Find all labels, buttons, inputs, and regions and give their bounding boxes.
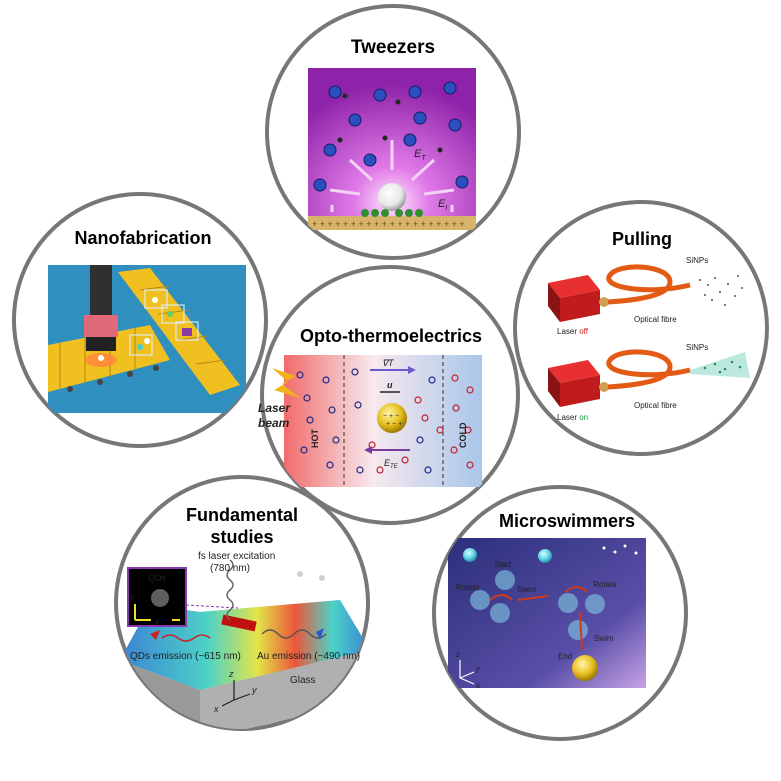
pulling-title: Pulling — [612, 229, 672, 249]
laser-box-bottom — [548, 360, 600, 383]
fundamental-studies-panel: Fundamental studies fs laser excitation … — [114, 475, 370, 731]
au-emission-wave — [261, 629, 327, 639]
start-label: Start — [494, 560, 512, 569]
sinps-label-bottom: SiNPs — [686, 343, 708, 352]
tweezers-panel: + + + + + + + + + + + + + + + + + + + + — [265, 4, 521, 260]
nanofabrication-panel: Nanofabrication — [12, 192, 268, 448]
optical-fibre-top — [606, 264, 691, 305]
tweezers-substrate — [308, 216, 476, 230]
center-title: Opto-thermoelectrics — [300, 326, 482, 346]
excitation-wave — [226, 559, 234, 621]
tweezers-et-label: ET — [414, 148, 426, 162]
rotate-right-label: Rotate — [593, 580, 617, 589]
conveyor-belt-upper — [118, 268, 240, 395]
sinps-top-dots — [699, 275, 743, 306]
laser-beam-cone — [690, 352, 750, 378]
optical-fibre-label-bottom: Optical fibre — [634, 401, 677, 410]
qds-emission-label: QDs emission (~615 nm) — [130, 651, 241, 662]
svg-text:+ + + + + + + + + + + + + + +: + + + + + + + + + + + + + + + + + + + + — [312, 219, 465, 229]
axis-x-label: x — [213, 704, 219, 714]
axis-z-label: z — [228, 669, 234, 679]
fundamental-title-line2: studies — [210, 527, 273, 547]
tweezers-nanoparticles — [313, 81, 469, 192]
grad-t-label: ∇T — [382, 358, 395, 368]
glass-slab-side — [200, 650, 368, 729]
laser-base — [86, 337, 116, 351]
tweezers-small-particles — [337, 93, 443, 153]
end-label: End — [558, 652, 572, 661]
svg-text:− + −: − + − — [383, 413, 399, 420]
axis-y-label: y — [251, 685, 257, 695]
swim-axis-x-label: x — [475, 681, 481, 690]
laser-on-label: Laser on — [557, 413, 588, 422]
swim-top-label: Swim — [517, 585, 537, 594]
nanofabrication-title: Nanofabrication — [74, 228, 211, 248]
gold-particle — [377, 403, 407, 433]
svg-text:+ − +: + − + — [386, 421, 402, 428]
glass-label: Glass — [290, 675, 316, 686]
hot-label: HOT — [310, 429, 320, 449]
qds-inset-spot — [151, 589, 169, 607]
swim-bottom-label: Swim — [594, 634, 614, 643]
swim-axis-z-label: z — [455, 650, 460, 659]
laser-box-top — [548, 275, 600, 298]
fs-laser-label: fs laser excitation — [198, 551, 275, 562]
u-label: u — [387, 380, 393, 390]
laser-beam-label-line1: Laser — [258, 401, 291, 415]
fs-laser-wavelength: (780 nm) — [210, 563, 250, 574]
tweezers-force-arrows — [329, 140, 455, 212]
laser-beam-label-line2: beam — [258, 416, 290, 430]
swimmer-particles — [463, 548, 605, 681]
ete-label: ETE — [384, 458, 399, 470]
inset-pointer — [185, 604, 239, 609]
laser-head — [84, 315, 118, 337]
qds-emission-wave — [161, 634, 211, 642]
inset-axis-x: x — [154, 616, 160, 626]
swim-axis-y-label: y — [475, 664, 481, 673]
sinps-label-top: SiNPs — [686, 256, 708, 265]
tweezers-surface-particles — [361, 209, 423, 217]
tweezers-trapped-particle — [378, 183, 406, 211]
assembled-structures — [98, 297, 192, 361]
optical-fibre-bottom — [606, 349, 691, 390]
tweezers-title: Tweezers — [351, 37, 435, 58]
qds-inset-label: QDs — [148, 573, 167, 583]
rotate-left-label: Rotate — [456, 583, 480, 592]
end-particle — [572, 655, 598, 681]
qds-emission-arrowhead — [150, 630, 160, 640]
gold-nanostructure — [221, 614, 257, 632]
opto-thermoelectrics-panel: − + −+ − + Opto-thermoelectrics Laser be… — [258, 265, 520, 525]
microswimmers-title: Microswimmers — [499, 511, 635, 531]
optical-fibre-label-top: Optical fibre — [634, 315, 677, 324]
pulling-panel: Pulling SiNPs SiNPs Laser off Laser on O… — [513, 200, 769, 456]
ions — [296, 368, 474, 474]
microswimmers-background — [448, 538, 646, 688]
microswimmers-panel: Microswimmers Start Rotate Swim Rotate S… — [432, 485, 688, 741]
fibre-connector-top — [599, 297, 609, 307]
laser-off-label: Laser off — [557, 327, 589, 336]
sinps-bottom-dots — [703, 360, 742, 374]
cold-label: COLD — [458, 422, 468, 448]
sparkles — [602, 544, 638, 555]
laser-bolt — [272, 368, 300, 398]
conveyor-rollers — [67, 365, 159, 392]
au-emission-arrowhead — [316, 628, 324, 640]
fundamental-title-line1: Fundamental — [186, 505, 298, 525]
laser-column — [90, 265, 112, 325]
fibre-connector-bottom — [599, 382, 609, 392]
inset-axis-y: y — [129, 592, 135, 602]
assembly-boxes — [129, 289, 199, 356]
au-emission-label: Au emission (~490 nm) — [257, 651, 360, 662]
motion-arrows — [489, 586, 588, 651]
tweezers-ei-label: EI — [438, 198, 447, 212]
